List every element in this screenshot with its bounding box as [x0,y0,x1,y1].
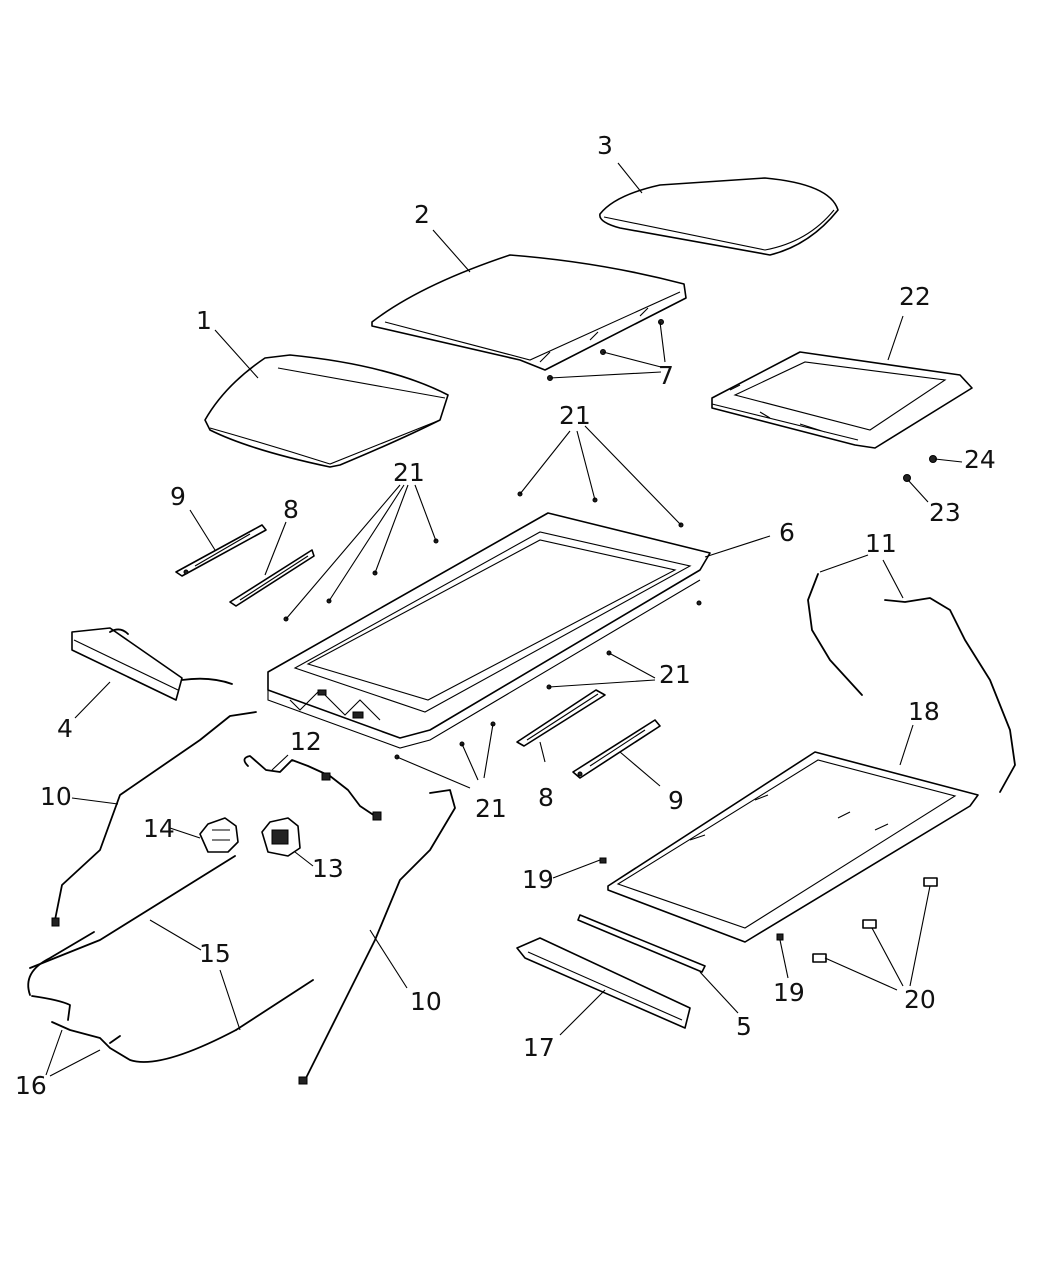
hardware-23-24 [903,455,937,482]
sunshade-18 [607,751,979,943]
callout-21-top-right: 21 [559,401,591,430]
frame-assembly-22 [711,351,973,449]
callout-8-right: 8 [538,783,554,812]
callout-4: 4 [57,714,73,743]
callout-19-right: 19 [773,978,805,1007]
callout-12: 12 [290,727,322,756]
callout-13: 13 [312,854,344,883]
trim-17 [516,937,691,1029]
callout-24: 24 [964,445,996,474]
callout-6: 6 [779,518,795,547]
mechanism-left [175,524,267,577]
callout-22: 22 [899,282,931,311]
cable-15 [29,855,314,1031]
guide-rail-left [229,549,315,607]
leader-lines [45,162,963,1077]
callout-15: 15 [199,939,231,968]
mechanism-right [572,719,661,779]
drain-hose-rear [807,573,1016,793]
callout-7: 7 [658,361,674,390]
drain-hose-right [298,789,456,1085]
motor-14 [199,817,239,853]
sunroof-frame [267,512,711,749]
callout-21-right: 21 [659,660,691,689]
callout-17: 17 [523,1033,555,1062]
pads-20 [812,877,938,963]
callout-3: 3 [597,131,613,160]
front-rail [71,627,233,701]
callout-16: 16 [15,1071,47,1100]
guide-rail-right [516,689,606,747]
callout-9-left: 9 [170,482,186,511]
callout-1: 1 [196,306,212,335]
callout-23: 23 [929,498,961,527]
callout-19-left: 19 [522,865,554,894]
callout-9-right: 9 [668,786,684,815]
drain-hose-left [51,711,257,927]
callout-2: 2 [414,200,430,229]
callout-labels: 3 2 1 7 22 24 23 21 21 6 11 9 8 4 12 10 … [15,131,996,1100]
callout-21-bottom: 21 [475,794,507,823]
hose-16 [27,931,237,1063]
callout-10-left: 10 [40,782,72,811]
callout-14: 14 [143,814,175,843]
front-glass-panel [204,354,449,468]
movable-glass-panel [371,254,687,371]
wiring-harness [243,755,382,821]
callout-11: 11 [865,529,897,558]
rear-glass-panel [599,177,839,256]
callout-10-right: 10 [410,987,442,1016]
callout-20: 20 [904,985,936,1014]
seal-5 [577,914,706,973]
clips-21 [283,491,702,760]
callout-21-top-left: 21 [393,458,425,487]
callout-18: 18 [908,697,940,726]
motor-13 [261,817,301,857]
callout-5: 5 [736,1012,752,1041]
callout-8-left: 8 [283,495,299,524]
